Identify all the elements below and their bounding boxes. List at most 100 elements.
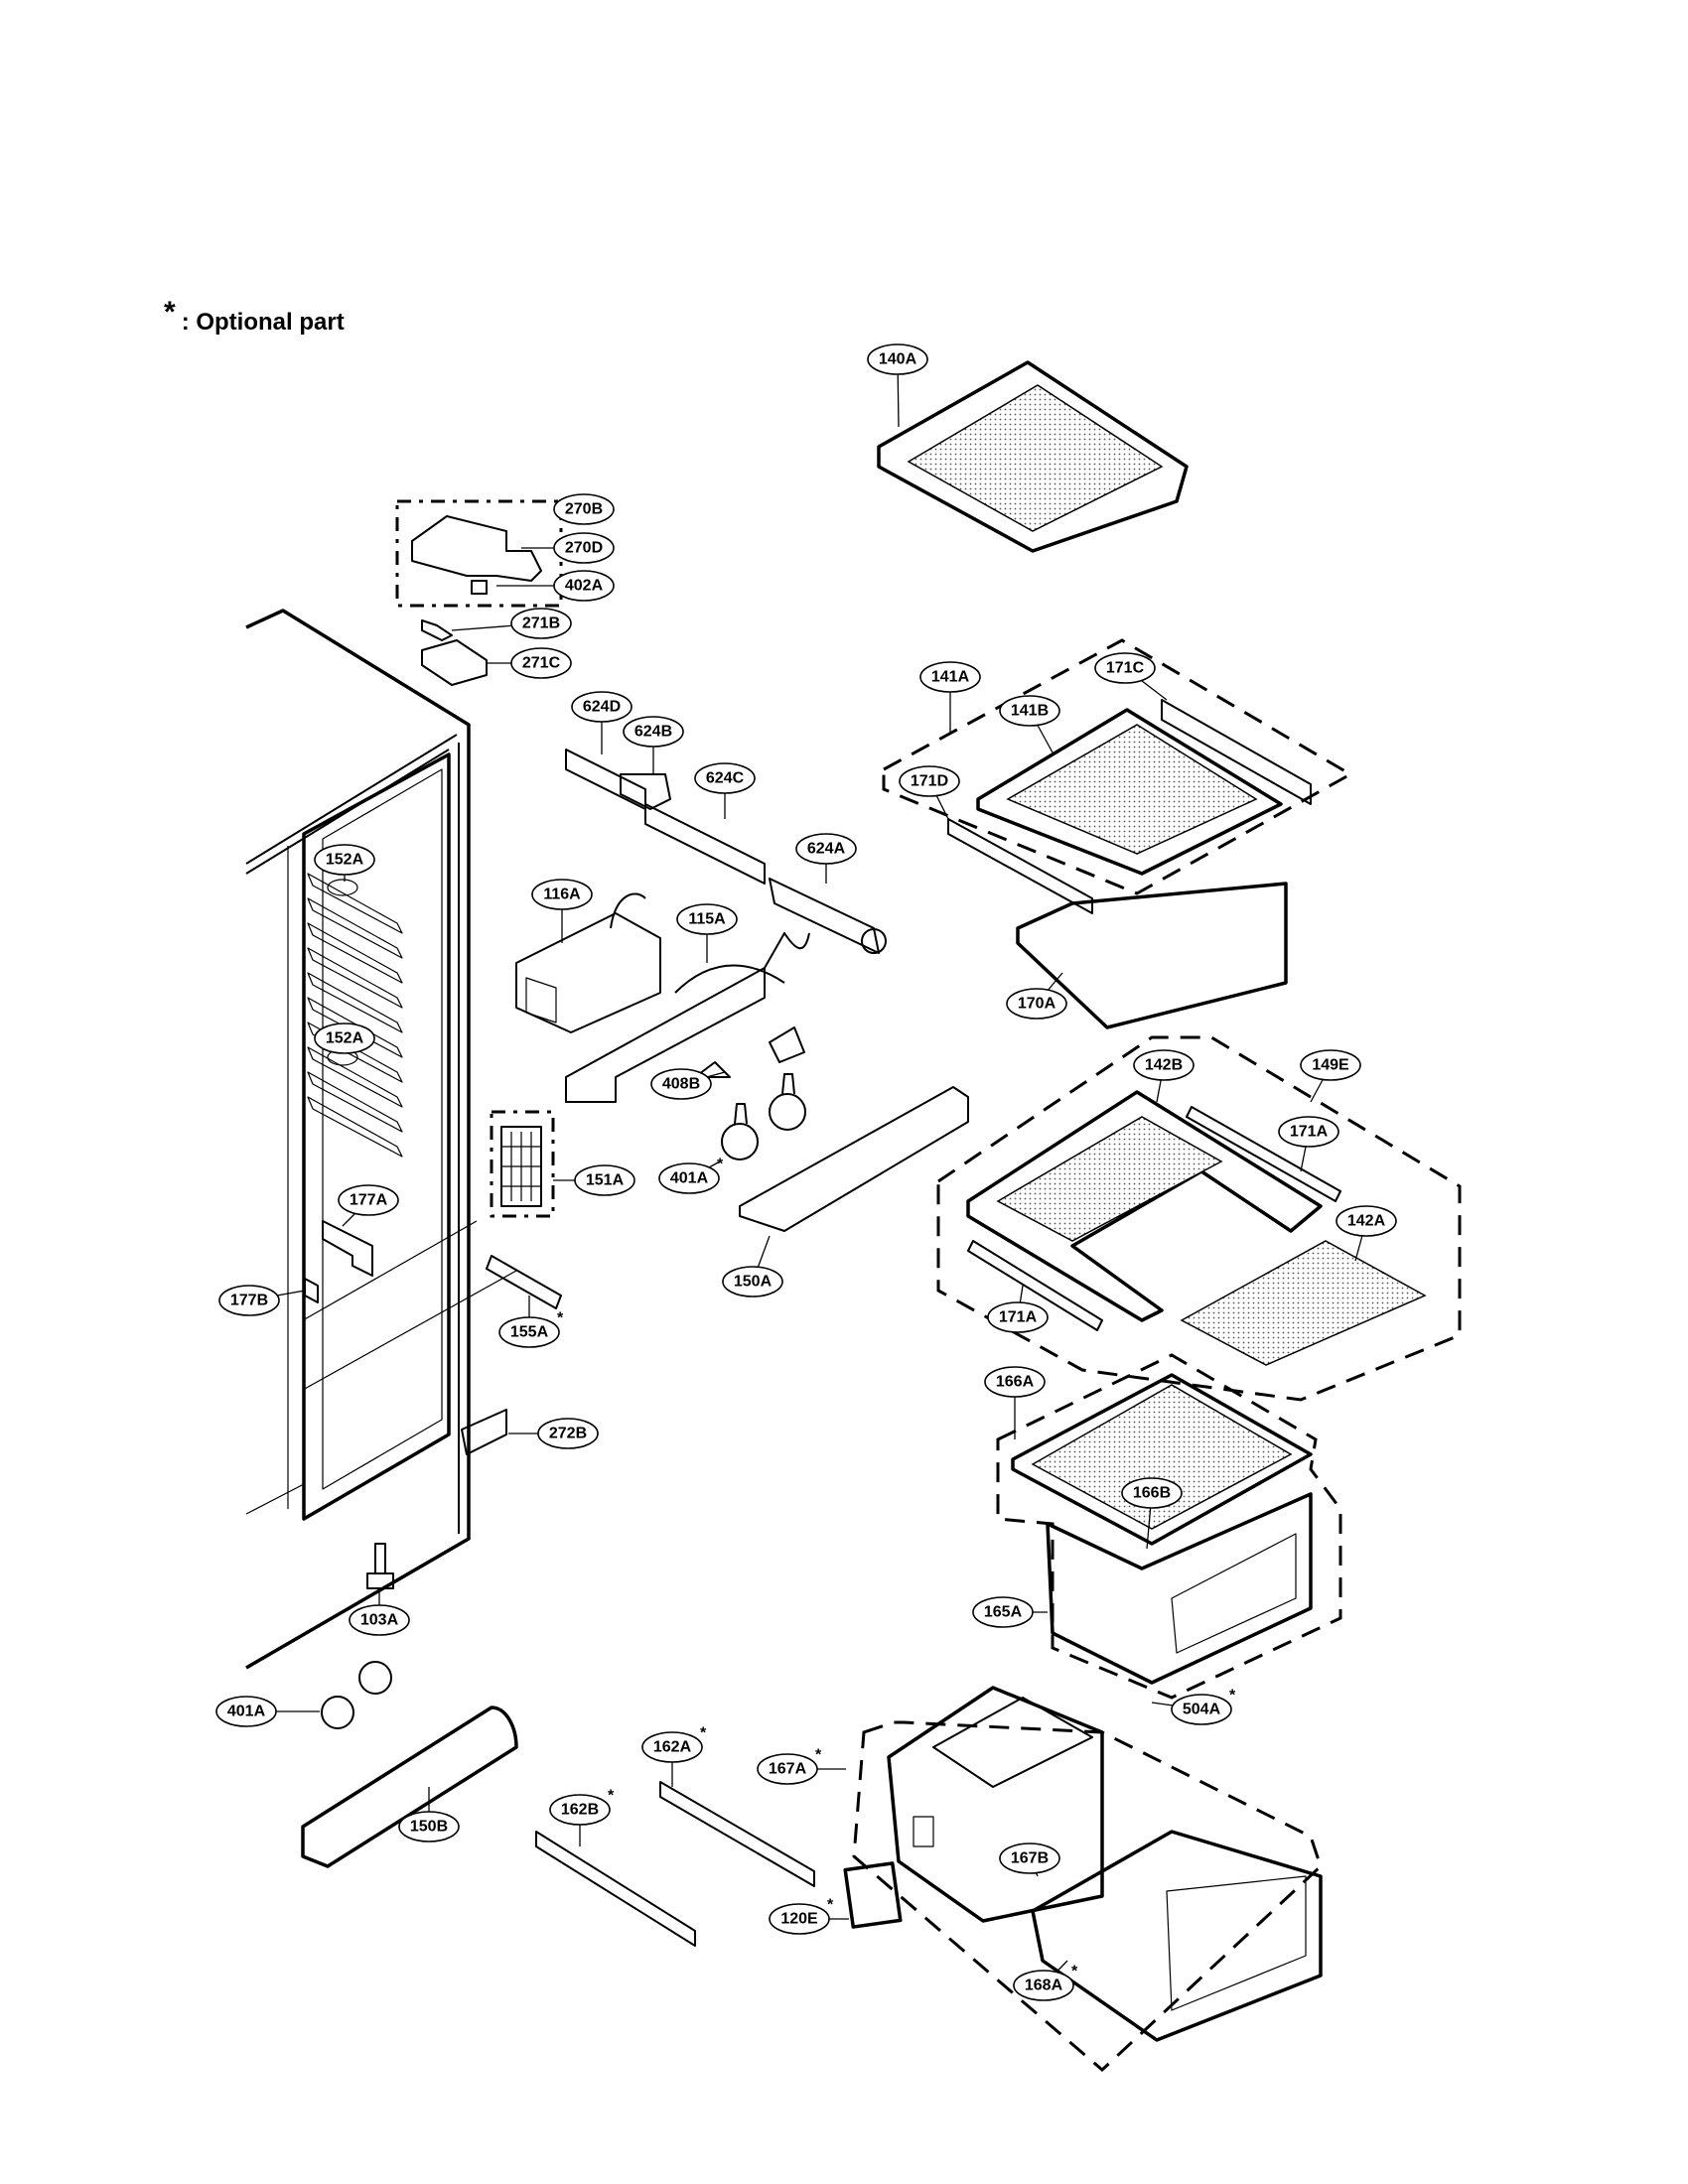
callout-504a: 504A*	[1151, 1688, 1236, 1725]
part-number-label: 162B	[561, 1802, 599, 1819]
callout-bubble	[658, 1162, 720, 1194]
callout-bubble	[314, 844, 375, 876]
shelf-stopper-upper	[327, 879, 358, 896]
callout-bubble	[676, 903, 738, 935]
part-number-label: 177A	[350, 1192, 388, 1209]
callout-bubble	[1300, 1049, 1361, 1081]
part-number-label: 167A	[769, 1761, 807, 1778]
lamp-cover-150b	[301, 1706, 518, 1868]
part-number-label: 140A	[879, 351, 917, 368]
rail-162a	[659, 1781, 815, 1887]
optional-asterisk-icon: *	[717, 1157, 724, 1173]
callout-270d: 270D	[521, 532, 615, 564]
callout-150a: 150A	[722, 1235, 783, 1297]
callout-171a: 171A	[1278, 1116, 1339, 1172]
part-number-label: 171A	[999, 1309, 1038, 1326]
callout-149e: 149E	[1300, 1049, 1361, 1103]
part-number-label: 165A	[984, 1604, 1023, 1621]
lamp-cover-150a	[739, 1086, 969, 1232]
part-number-label: 115A	[688, 911, 726, 928]
callout-bubble	[510, 608, 572, 639]
part-number-label: 168A	[1025, 1978, 1063, 1994]
callout-bubble	[650, 1068, 712, 1100]
lamp-housing-assembly	[515, 892, 810, 1160]
part-number-label: 152A	[326, 1030, 364, 1047]
shelf-140a	[877, 360, 1189, 553]
callout-bubble	[795, 833, 857, 865]
part-number-label: 270D	[565, 540, 603, 557]
callout-167a: 167A*	[757, 1747, 846, 1785]
callout-624b: 624B	[623, 716, 684, 774]
shelf-group-141a	[882, 638, 1354, 1029]
rail-162b	[535, 1831, 696, 1947]
callout-120e: 120E*	[769, 1897, 849, 1935]
callout-167b: 167B	[999, 1843, 1060, 1877]
callout-271c: 271C	[487, 647, 572, 679]
callout-155a: 155A*	[498, 1296, 564, 1348]
optional-asterisk-icon: *	[164, 296, 176, 329]
callout-bubble	[571, 691, 633, 723]
callout-bubble	[1336, 1205, 1397, 1237]
part-number-label: 177B	[230, 1293, 268, 1309]
callout-171d: 171D	[899, 765, 960, 820]
bracket-177a	[322, 1220, 373, 1277]
shelf-group-149e	[936, 1035, 1462, 1402]
callout-115a: 115A	[676, 903, 738, 963]
part-number-label: 166B	[1133, 1485, 1171, 1502]
part-number-label: 120E	[780, 1911, 818, 1928]
callout-bubble	[574, 1164, 635, 1196]
part-number-label: 270B	[565, 501, 603, 518]
callout-bubble	[867, 343, 928, 375]
callout-bubble	[1013, 1970, 1074, 2001]
callout-bubble	[314, 1023, 375, 1054]
callout-170a: 170A	[1006, 972, 1067, 1020]
callout-bubble	[1133, 1049, 1195, 1081]
part-number-label: 141A	[931, 669, 970, 686]
callout-103a: 103A	[349, 1588, 410, 1636]
part-number-label: 402A	[565, 578, 604, 595]
callout-bubble	[999, 695, 1060, 727]
callout-bubble	[972, 1596, 1034, 1628]
callout-142a: 142A	[1336, 1205, 1397, 1262]
cover-155a	[486, 1255, 562, 1309]
part-number-label: 166A	[996, 1374, 1035, 1391]
callout-624c: 624C	[694, 762, 756, 819]
callout-408b: 408B	[650, 1068, 726, 1100]
callout-bubble	[641, 1731, 703, 1763]
part-number-label: 171C	[1106, 660, 1145, 677]
callout-162a: 162A*	[641, 1725, 707, 1787]
callout-bubble	[1121, 1477, 1183, 1509]
callout-bubble	[722, 1266, 783, 1297]
air-filter	[490, 1110, 555, 1218]
part-number-label: 272B	[549, 1426, 587, 1442]
optional-asterisk-icon: *	[608, 1788, 615, 1805]
part-number-label: 151A	[586, 1172, 625, 1189]
part-number-label: 152A	[326, 852, 364, 869]
callout-bubble	[498, 1316, 560, 1348]
part-number-label: 149E	[1312, 1057, 1349, 1074]
callout-bubble	[987, 1301, 1049, 1333]
part-number-label: 624C	[706, 770, 745, 787]
part-number-label: 171D	[911, 773, 948, 790]
callout-bubble	[1006, 988, 1067, 1020]
callout-142b: 142B	[1133, 1049, 1195, 1103]
callout-141b: 141B	[999, 695, 1060, 753]
refrigerator-cabinet	[245, 609, 517, 1670]
part-number-label: 162A	[653, 1739, 692, 1756]
callout-bubble	[553, 493, 615, 525]
door-bin-rails	[307, 873, 403, 1158]
callout-bubble	[1171, 1694, 1232, 1725]
callout-bubble	[531, 879, 593, 910]
part-number-label: 401A	[227, 1704, 266, 1720]
callout-401a: 401A*	[658, 1157, 724, 1194]
callout-bubble	[537, 1418, 599, 1449]
callout-bubble	[218, 1285, 280, 1316]
callout-bubble	[553, 532, 615, 564]
callout-bubble	[999, 1843, 1060, 1874]
part-number-label: 116A	[543, 887, 581, 903]
callout-162b: 162B *	[549, 1788, 615, 1846]
callout-layer: 140A270B270D402A271B271C624D624B624C624A…	[215, 343, 1397, 2001]
callout-140a: 140A	[867, 343, 928, 428]
callout-402a: 402A	[496, 570, 615, 602]
